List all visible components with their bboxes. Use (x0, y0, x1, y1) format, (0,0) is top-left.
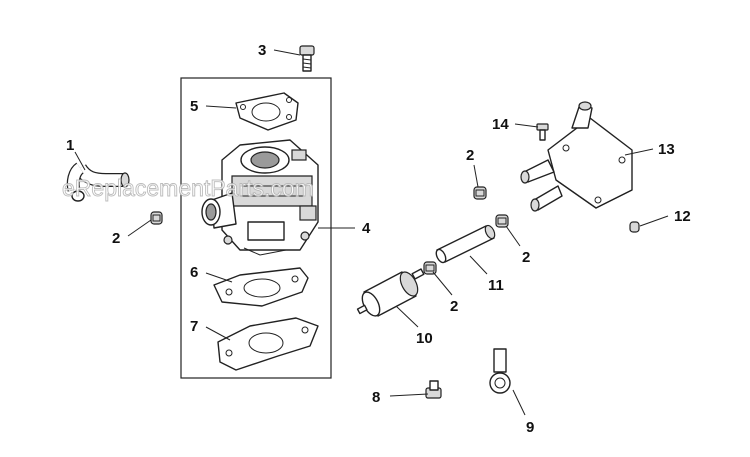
part-gasket-bottom (217, 317, 319, 371)
callout-10: 10 (416, 330, 433, 347)
part-carburetor (201, 139, 319, 256)
leader-2d (432, 271, 453, 296)
callout-6: 6 (190, 264, 198, 281)
callout-2-clamp-left: 2 (112, 230, 120, 247)
callout-9: 9 (526, 419, 534, 436)
callout-4: 4 (362, 220, 371, 237)
leader-14 (514, 123, 539, 128)
leader-1 (74, 151, 86, 171)
leader-7 (205, 326, 231, 341)
part-hose (66, 162, 130, 202)
leader-3 (273, 49, 301, 56)
leader-2b (473, 164, 479, 188)
leader-2a (127, 219, 152, 237)
leader-10 (395, 305, 419, 328)
leader-9 (512, 389, 526, 416)
leader-5 (205, 105, 237, 109)
part-clamp-right (629, 221, 640, 233)
part-bolt-bottom (425, 380, 442, 399)
part-clamp-mid (495, 214, 509, 228)
callout-14: 14 (492, 116, 509, 133)
part-clamp-left (150, 211, 163, 225)
part-clamp-low (423, 261, 437, 275)
callout-2-clamp-mid: 2 (522, 249, 530, 266)
part-screw (536, 123, 549, 141)
part-clamp-top (473, 186, 487, 200)
part-fuel-filter (356, 268, 425, 317)
part-fuel-line (435, 224, 496, 264)
callout-13: 13 (658, 141, 675, 158)
leader-8 (389, 393, 429, 397)
part-bolt-top (299, 45, 315, 72)
watermark-text: eReplacementParts.com (62, 175, 314, 201)
part-clip (489, 348, 511, 394)
callout-11: 11 (488, 277, 504, 294)
callout-2-clamp-low: 2 (450, 298, 458, 315)
callout-2-clamp-top: 2 (466, 147, 474, 164)
leader-6 (205, 272, 233, 283)
callout-5: 5 (190, 98, 198, 115)
leader-12 (639, 215, 669, 227)
callout-12: 12 (674, 208, 691, 225)
part-gasket-top (235, 92, 299, 131)
callout-3: 3 (258, 42, 266, 59)
callout-1: 1 (66, 137, 74, 154)
leader-2c (505, 225, 521, 247)
leader-11 (469, 255, 488, 275)
leader-13 (624, 148, 654, 156)
part-gasket-middle (213, 267, 309, 307)
callout-8: 8 (372, 389, 380, 406)
part-fuel-pump (520, 101, 633, 212)
callout-7: 7 (190, 318, 198, 335)
